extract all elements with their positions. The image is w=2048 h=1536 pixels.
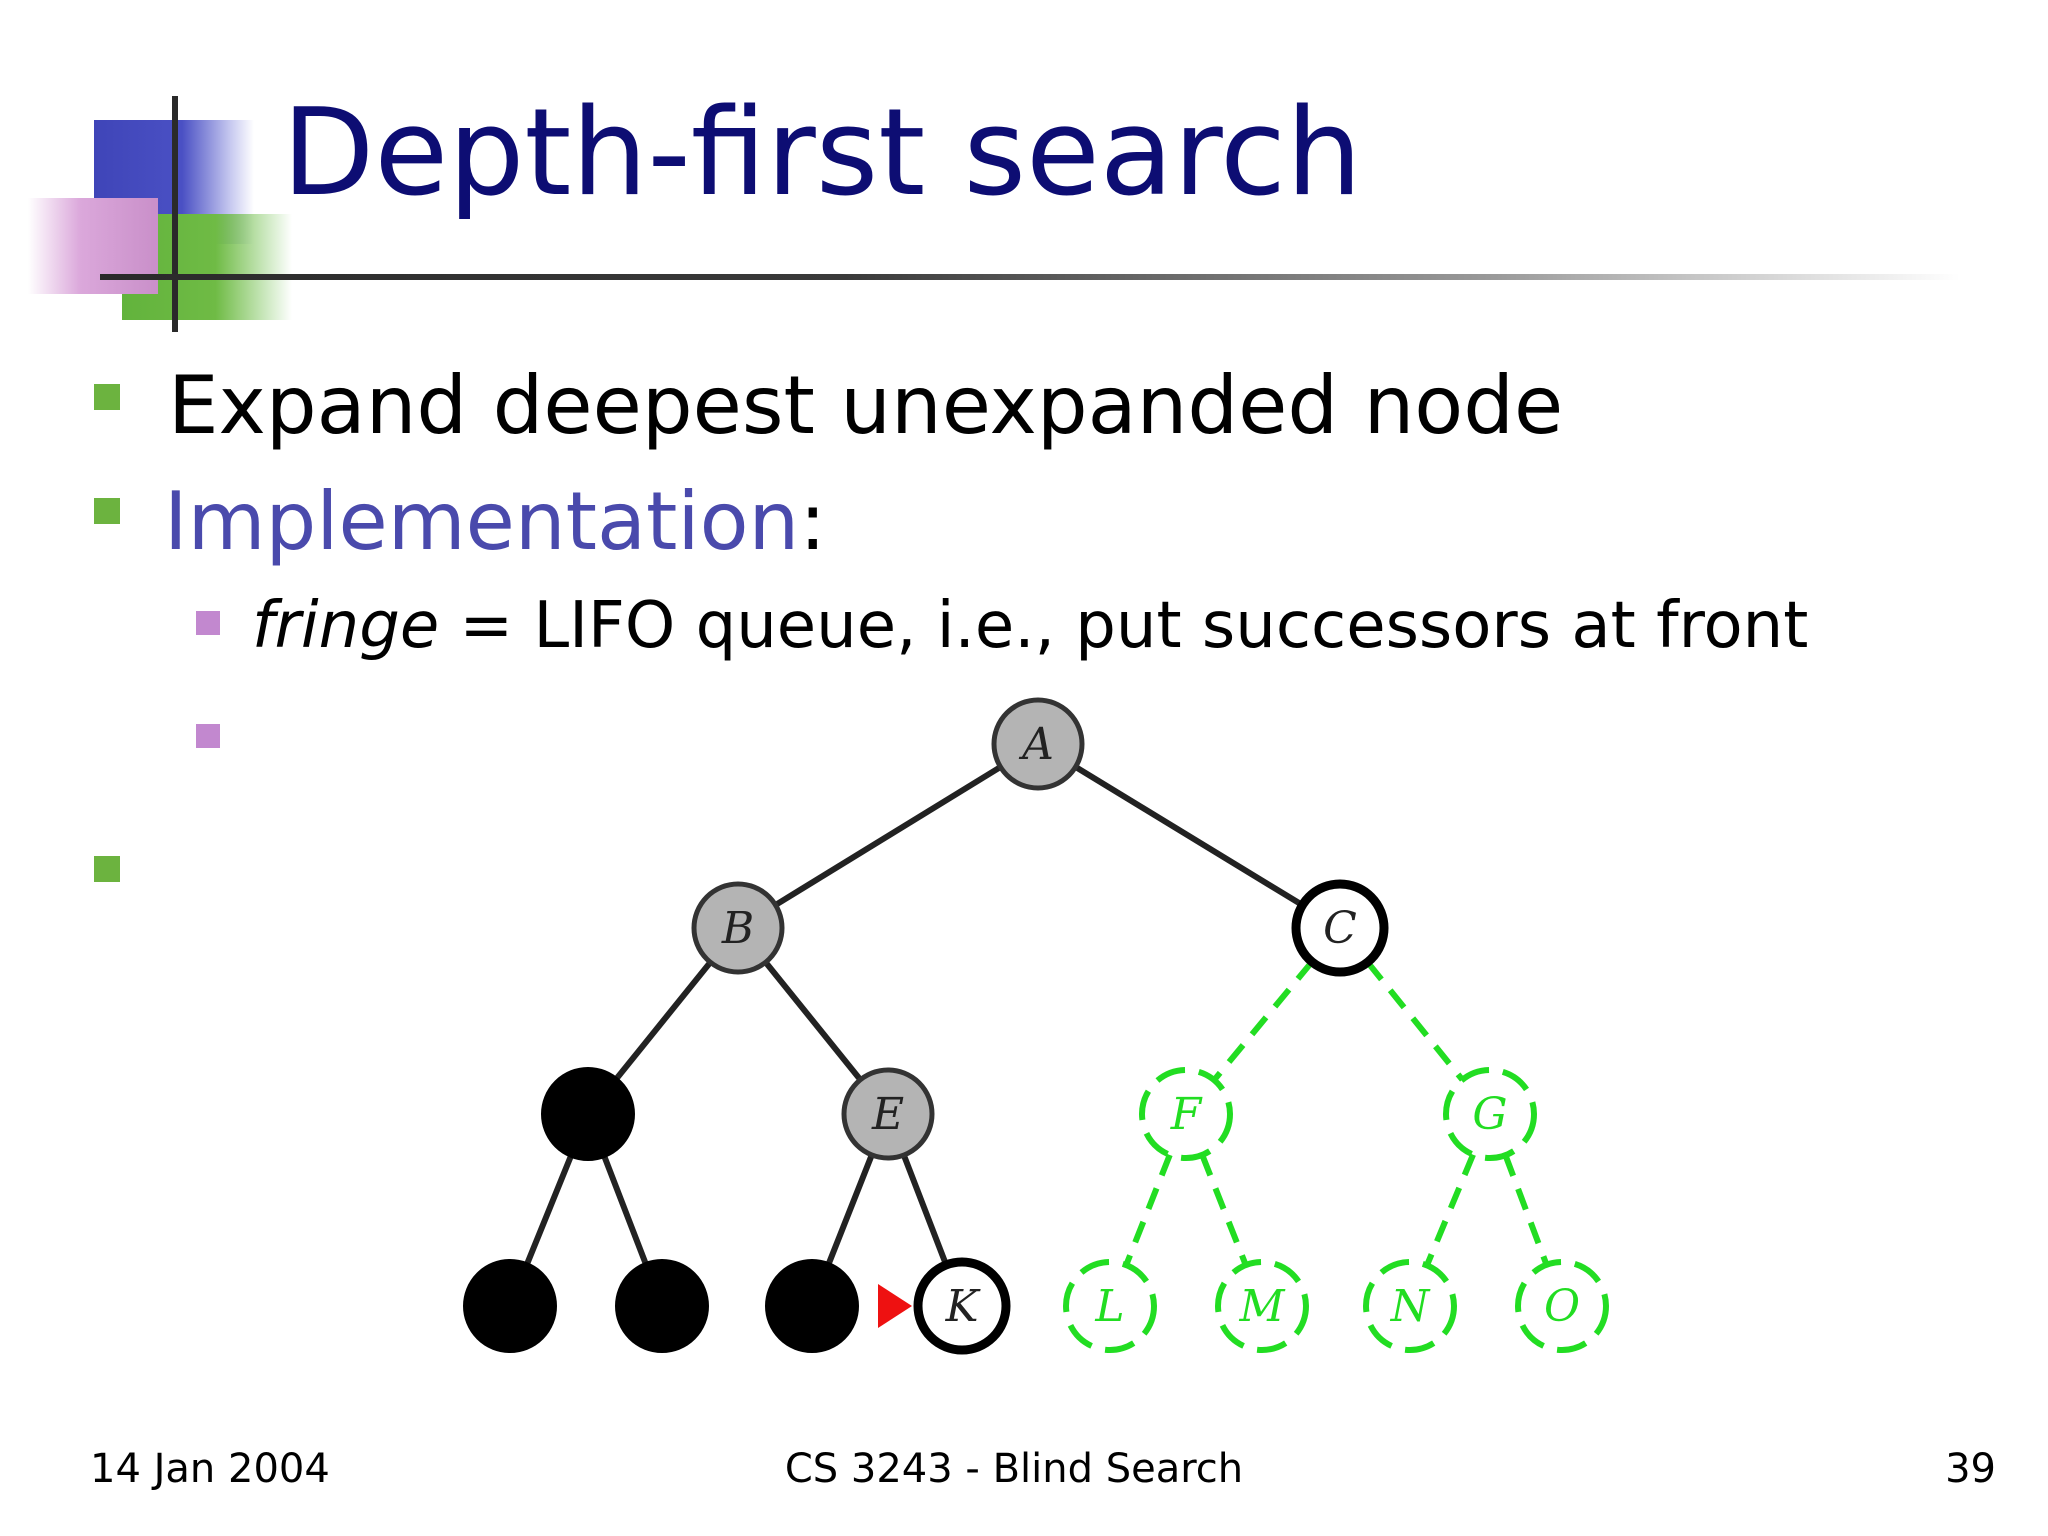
tree-node-o: O — [1515, 1259, 1609, 1353]
tree-node-circle — [1363, 1259, 1457, 1353]
tree-node-f: F — [1139, 1067, 1233, 1161]
decorative-vertical-rule — [172, 96, 178, 332]
tree-node-circle — [1063, 1259, 1157, 1353]
tree-edge — [1424, 1153, 1476, 1267]
footer-page-number: 39 — [1945, 1446, 1996, 1492]
bullet-marker — [94, 498, 120, 524]
tree-node-label: C — [1323, 903, 1357, 954]
fringe-term: fringe — [252, 589, 440, 663]
tree-edge — [1211, 959, 1315, 1083]
implementation-colon: : — [799, 475, 827, 568]
tree-node-label: B — [721, 903, 754, 954]
tree-node-label: K — [945, 1281, 981, 1332]
tree-node-label: M — [1238, 1281, 1285, 1332]
tree-node-b: B — [691, 881, 785, 975]
tree-node-l: L — [1063, 1259, 1157, 1353]
tree-edge — [1502, 1154, 1550, 1266]
tree-node-label: A — [1018, 719, 1054, 770]
tree-edge — [523, 1153, 575, 1267]
tree-node-e: E — [841, 1067, 935, 1161]
tree-node-k: K — [913, 1257, 1011, 1355]
sub-bullet-marker-empty — [196, 724, 220, 748]
title-underline-rule — [100, 274, 1960, 280]
tree-node-circle — [1215, 1259, 1309, 1353]
tree-node-label: F — [1170, 1089, 1203, 1140]
tree-edge — [825, 1153, 875, 1267]
tree-node-circle — [1139, 1067, 1233, 1161]
tree-node-circle — [991, 697, 1085, 791]
tree-node-label: G — [1472, 1089, 1507, 1140]
tree-edge — [1199, 1153, 1249, 1267]
tree-node-circle — [1515, 1259, 1609, 1353]
tree-node-circle — [913, 1257, 1011, 1355]
tree-edge — [763, 960, 863, 1082]
tree-edge — [613, 960, 713, 1082]
tree-node-removed — [463, 1259, 557, 1353]
tree-node-removed — [541, 1067, 635, 1161]
tree-edge — [1123, 1153, 1173, 1267]
tree-node-circle — [615, 1259, 709, 1353]
implementation-label: Implementation — [164, 475, 800, 568]
tree-node-removed — [615, 1259, 709, 1353]
bullet-expand-deepest: Expand deepest unexpanded node — [168, 359, 1564, 452]
tree-node-removed — [765, 1259, 859, 1353]
bullet-marker — [94, 384, 120, 410]
tree-edge — [901, 1153, 949, 1267]
tree-node-label: N — [1390, 1281, 1431, 1332]
tree-edge — [773, 764, 1003, 908]
tree-edge — [1365, 960, 1465, 1082]
footer-course-title: CS 3243 - Blind Search — [784, 1446, 1244, 1492]
tree-node-circle — [765, 1259, 859, 1353]
footer-date: 14 Jan 2004 — [90, 1446, 330, 1492]
tree-node-n: N — [1363, 1259, 1457, 1353]
tree-node-circle — [541, 1067, 635, 1161]
tree-node-circle — [463, 1259, 557, 1353]
tree-node-label: O — [1544, 1281, 1580, 1332]
tree-node-circle — [1291, 879, 1389, 977]
tree-edges — [523, 764, 1550, 1267]
sub-bullet-fringe: fringe = LIFO queue, i.e., put successor… — [252, 588, 1808, 665]
tree-node-m: M — [1215, 1259, 1309, 1353]
current-node-pointer — [878, 1284, 912, 1328]
tree-node-label: L — [1094, 1281, 1124, 1332]
sub-bullet-marker — [196, 611, 220, 635]
slide-title: Depth-first search — [282, 84, 1363, 223]
tree-node-g: G — [1443, 1067, 1537, 1161]
fringe-definition: = LIFO queue, i.e., put successors at fr… — [439, 589, 1809, 663]
tree-node-label: E — [871, 1089, 904, 1140]
red-pointer-icon — [878, 1284, 912, 1328]
tree-node-c: C — [1291, 879, 1389, 977]
tree-node-circle — [691, 881, 785, 975]
bullet-implementation: Implementation: — [164, 474, 826, 570]
tree-nodes: A B C E F G K L M N O — [463, 697, 1609, 1355]
tree-node-circle — [841, 1067, 935, 1161]
bullet-marker-empty — [94, 856, 120, 882]
tree-edge — [1074, 764, 1304, 908]
tree-edge — [601, 1153, 649, 1267]
tree-node-a: A — [991, 697, 1085, 791]
tree-node-circle — [1443, 1067, 1537, 1161]
